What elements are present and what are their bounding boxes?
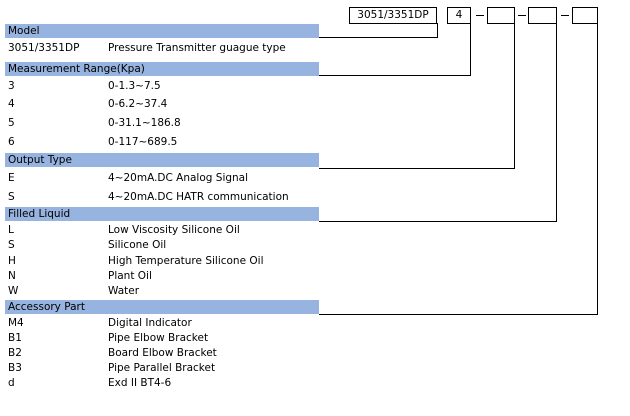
row-code: B2 bbox=[8, 347, 22, 359]
row-code: E bbox=[8, 172, 15, 184]
row-code: B1 bbox=[8, 332, 22, 344]
connector-accessory-h bbox=[319, 314, 598, 315]
connector-output-h bbox=[319, 168, 515, 169]
row-code: d bbox=[8, 377, 15, 389]
row-code: H bbox=[8, 255, 16, 267]
liquid-code-box bbox=[528, 7, 557, 24]
row-description: 0-117~689.5 bbox=[108, 136, 178, 148]
model-code-box: 3051/3351DP bbox=[349, 7, 437, 24]
row-code: M4 bbox=[8, 317, 24, 329]
row-description: Exd II BT4-6 bbox=[108, 377, 172, 389]
section-header-accessory: Accessory Part bbox=[5, 300, 319, 315]
row-code: N bbox=[8, 270, 16, 282]
section-header-output: Output Type bbox=[5, 153, 319, 168]
row-code: L bbox=[8, 224, 14, 236]
row-description: Pipe Elbow Bracket bbox=[108, 332, 209, 344]
connector-accessory bbox=[597, 23, 598, 314]
accessory-code-box bbox=[572, 7, 598, 24]
range-code-box: 4 bbox=[447, 7, 471, 24]
row-code: S bbox=[8, 191, 15, 203]
row-description: 4~20mA.DC Analog Signal bbox=[108, 172, 249, 184]
connector-liquid-h bbox=[319, 221, 557, 222]
row-description: 0-31.1~186.8 bbox=[108, 117, 181, 129]
separator-dash bbox=[476, 15, 484, 16]
row-description: Water bbox=[108, 285, 140, 297]
row-description: Pipe Parallel Bracket bbox=[108, 362, 216, 374]
separator-dash bbox=[561, 15, 569, 16]
row-code: 3 bbox=[8, 80, 15, 92]
row-code: B3 bbox=[8, 362, 22, 374]
row-description: Pressure Transmitter guague type bbox=[108, 42, 286, 54]
row-code: 5 bbox=[8, 117, 15, 129]
row-description: 0-6.2~37.4 bbox=[108, 98, 168, 110]
connector-range bbox=[470, 23, 471, 75]
connector-liquid bbox=[556, 23, 557, 221]
connector-model-h bbox=[319, 37, 438, 38]
row-description: Low Viscosity Silicone Oil bbox=[108, 224, 240, 236]
section-header-liquid: Filled Liquid bbox=[5, 207, 319, 222]
row-code: 4 bbox=[8, 98, 15, 110]
output-code-box bbox=[487, 7, 515, 24]
row-description: 4~20mA.DC HATR communication bbox=[108, 191, 289, 203]
row-description: Digital Indicator bbox=[108, 317, 192, 329]
row-code: W bbox=[8, 285, 19, 297]
connector-range-h bbox=[319, 75, 471, 76]
section-header-range: Measurement Range(Kpa) bbox=[5, 62, 319, 77]
row-description: High Temperature Silicone Oil bbox=[108, 255, 264, 267]
row-description: Board Elbow Bracket bbox=[108, 347, 217, 359]
separator-dash bbox=[518, 15, 526, 16]
row-code: 6 bbox=[8, 136, 15, 148]
row-description: Silicone Oil bbox=[108, 239, 167, 251]
row-description: Plant Oil bbox=[108, 270, 152, 282]
row-description: 0-1.3~7.5 bbox=[108, 80, 161, 92]
connector-model bbox=[437, 23, 438, 37]
row-code: 3051/3351DP bbox=[8, 42, 80, 54]
connector-output bbox=[514, 23, 515, 168]
section-header-model: Model bbox=[5, 24, 319, 39]
row-code: S bbox=[8, 239, 15, 251]
